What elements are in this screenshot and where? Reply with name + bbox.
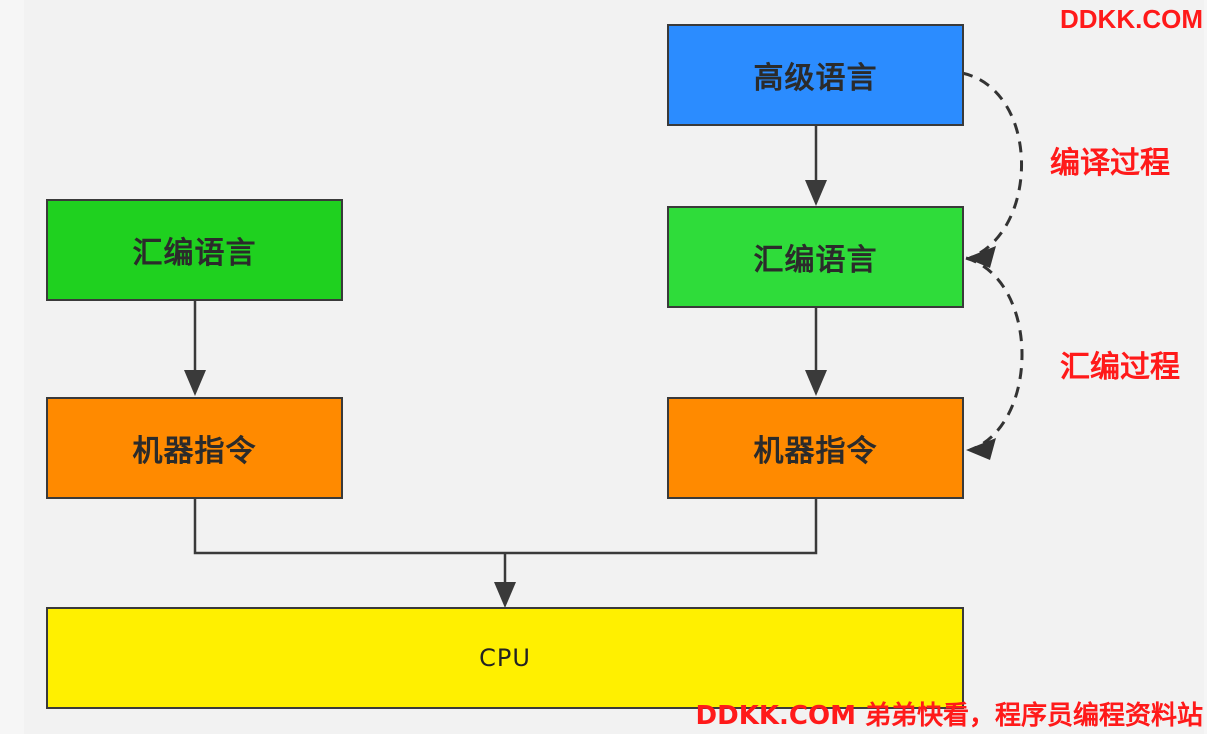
watermark-bottom: DDKK.COM 弟弟快看，程序员编程资料站	[695, 701, 1203, 731]
right-assembly-language-label: 汇编语言	[753, 243, 878, 278]
high-level-language-box: 高级语言	[667, 24, 964, 126]
cpu-label: CPU	[479, 644, 531, 672]
left-assembly-language-box: 汇编语言	[46, 199, 343, 301]
left-machine-instruction-label: 机器指令	[132, 434, 257, 469]
cpu-box: CPU	[46, 607, 964, 709]
high-level-language-label: 高级语言	[753, 61, 878, 96]
left-machine-instruction-box: 机器指令	[46, 397, 343, 499]
watermark-top: DDKK.COM	[1060, 4, 1203, 34]
left-assembly-language-label: 汇编语言	[132, 236, 257, 271]
right-machine-instruction-label: 机器指令	[753, 434, 878, 469]
right-machine-instruction-box: 机器指令	[667, 397, 964, 499]
assemble-curve	[965, 256, 1024, 452]
right-assembly-language-box: 汇编语言	[667, 206, 964, 308]
connector-to-cpu	[193, 497, 818, 555]
compile-process-label: 编译过程	[1050, 146, 1170, 181]
compile-curve	[961, 71, 1023, 260]
assemble-process-label: 汇编过程	[1060, 350, 1180, 385]
